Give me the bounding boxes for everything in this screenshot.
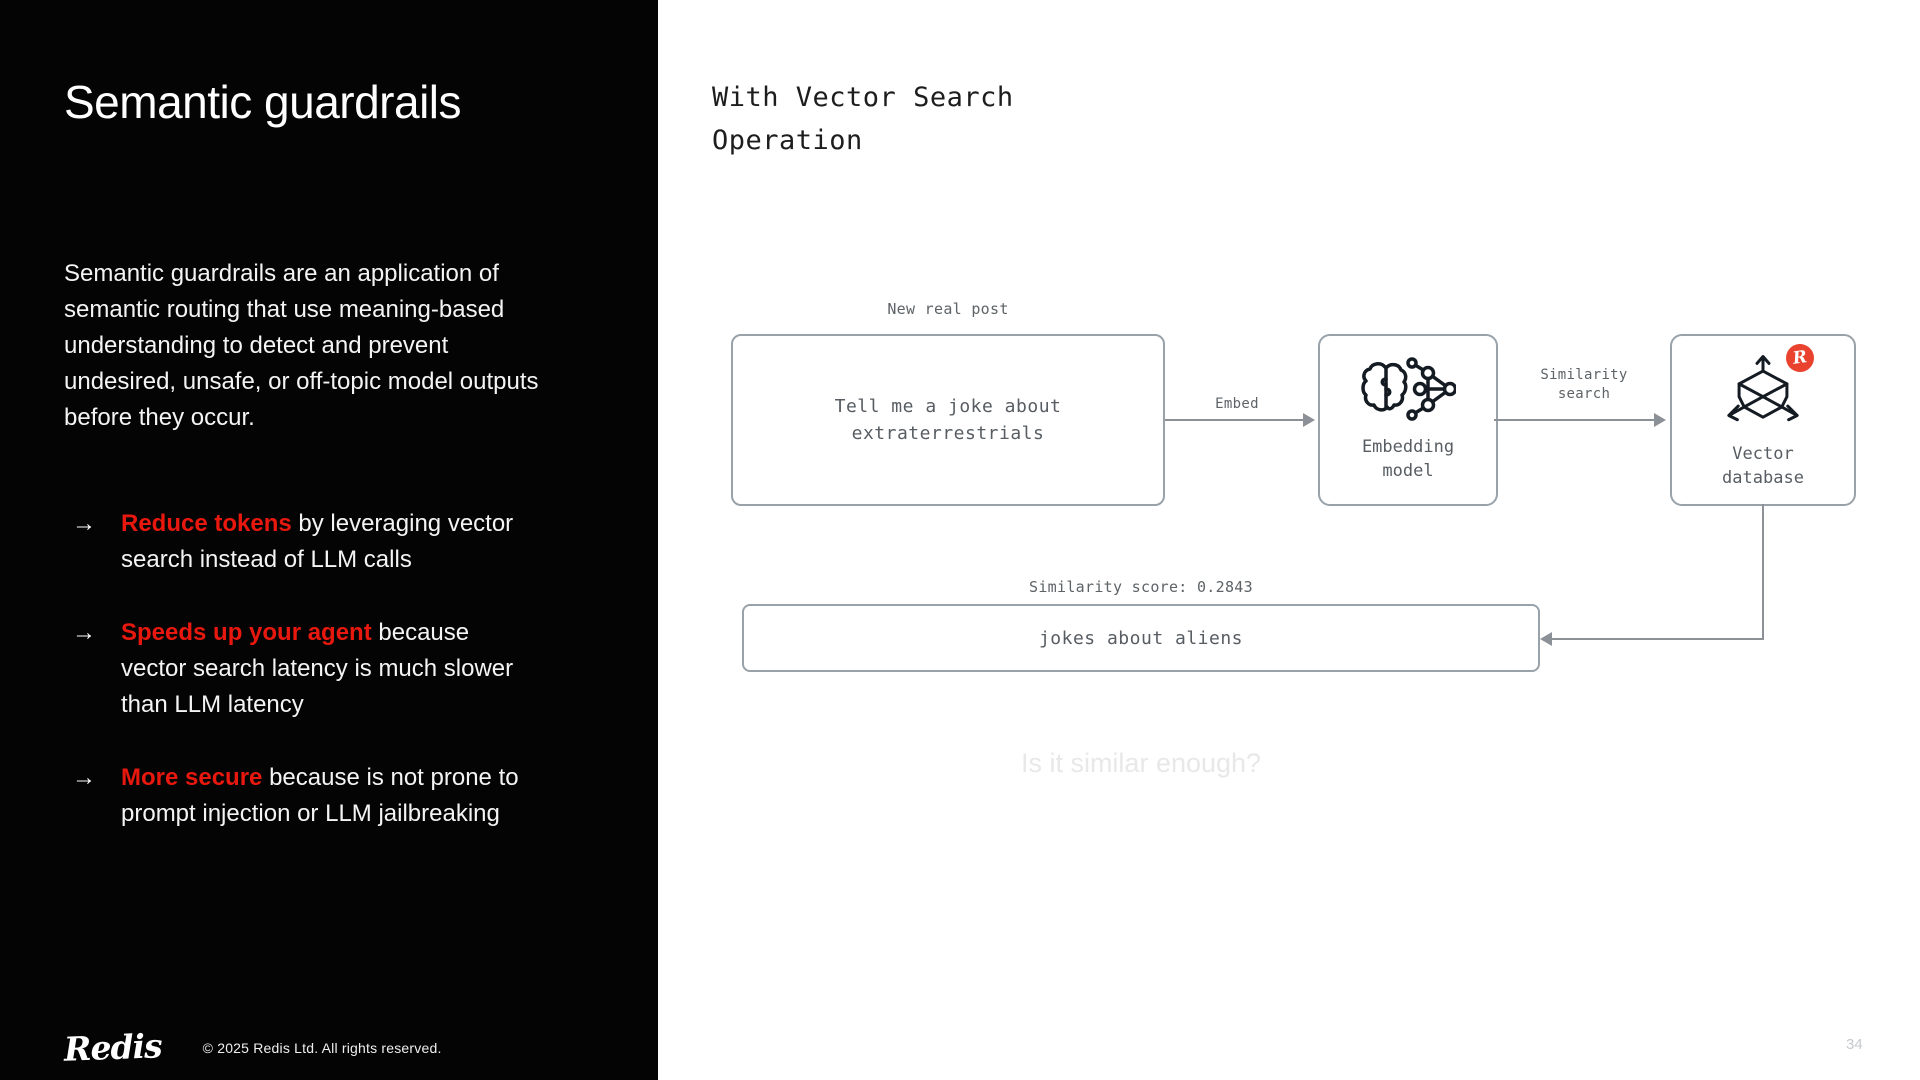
embedding-model-label: Embedding model xyxy=(1361,437,1455,481)
vector-database-label: Vector database xyxy=(1722,444,1804,488)
bullet-highlight: Reduce tokens xyxy=(121,510,292,537)
brain-network-icon xyxy=(1360,357,1458,426)
input-box: Tell me a joke about extraterrestrials xyxy=(731,334,1165,506)
faint-question-text: Is it similar enough? xyxy=(1020,748,1262,778)
vector-database-box: R Vector database xyxy=(1670,334,1856,506)
bullet-text: Reduce tokens by leveraging vector searc… xyxy=(121,506,533,578)
result-arrow-head-icon xyxy=(1540,632,1552,646)
page-number: 34 xyxy=(1846,1036,1863,1053)
bullet-rest: by leveraging vector search instead of L… xyxy=(121,510,514,573)
bullet-item: → More secure because is not prone to pr… xyxy=(72,760,533,832)
similarity-arrow-head-icon xyxy=(1654,413,1666,427)
cube-axes-icon: R xyxy=(1722,342,1816,433)
left-panel: Semantic guardrails Semantic guardrails … xyxy=(0,0,658,1080)
slide-description: Semantic guardrails are an application o… xyxy=(64,260,539,431)
embed-arrow-line xyxy=(1165,419,1305,421)
arrow-right-icon: → xyxy=(72,619,96,646)
bullet-item: → Speeds up your agent because vector se… xyxy=(72,615,533,723)
db-to-result-hline xyxy=(1552,638,1764,640)
copyright-text: © 2025 Redis Ltd. All rights reserved. xyxy=(202,1039,442,1056)
embed-arrow-label: Embed xyxy=(1215,396,1259,412)
bullet-text: Speeds up your agent because vector sear… xyxy=(121,615,533,723)
bullet-rest: because vector search latency is much sl… xyxy=(121,619,514,718)
result-box: jokes about aliens xyxy=(742,604,1540,672)
bullet-highlight: Speeds up your agent xyxy=(121,619,372,646)
db-to-result-vline xyxy=(1762,504,1764,639)
embed-arrow-head-icon xyxy=(1303,413,1315,427)
similarity-search-label: Similarity search xyxy=(1540,367,1628,402)
bullet-rest: because is not prone to prompt injection… xyxy=(121,764,519,827)
bullet-item: → Reduce tokens by leveraging vector sea… xyxy=(72,506,533,578)
similarity-arrow-line xyxy=(1494,419,1656,421)
arrow-right-icon: → xyxy=(72,764,96,791)
embedding-model-box: Embedding model xyxy=(1318,334,1498,506)
arrow-right-icon: → xyxy=(72,510,96,537)
slide-title: Semantic guardrails xyxy=(64,76,462,128)
bullet-text: More secure because is not prone to prom… xyxy=(121,760,533,832)
similarity-score-label: Similarity score: 0.2843 xyxy=(1029,578,1253,596)
panel-footer: Redis © 2025 Redis Ltd. All rights reser… xyxy=(63,1026,442,1069)
bullet-highlight: More secure xyxy=(121,764,263,791)
bullet-list: → Reduce tokens by leveraging vector sea… xyxy=(72,506,533,869)
section-heading: With Vector Search Operation xyxy=(712,82,1014,156)
redis-logo: Redis xyxy=(63,1026,163,1069)
input-box-label: New real post xyxy=(887,300,1009,318)
